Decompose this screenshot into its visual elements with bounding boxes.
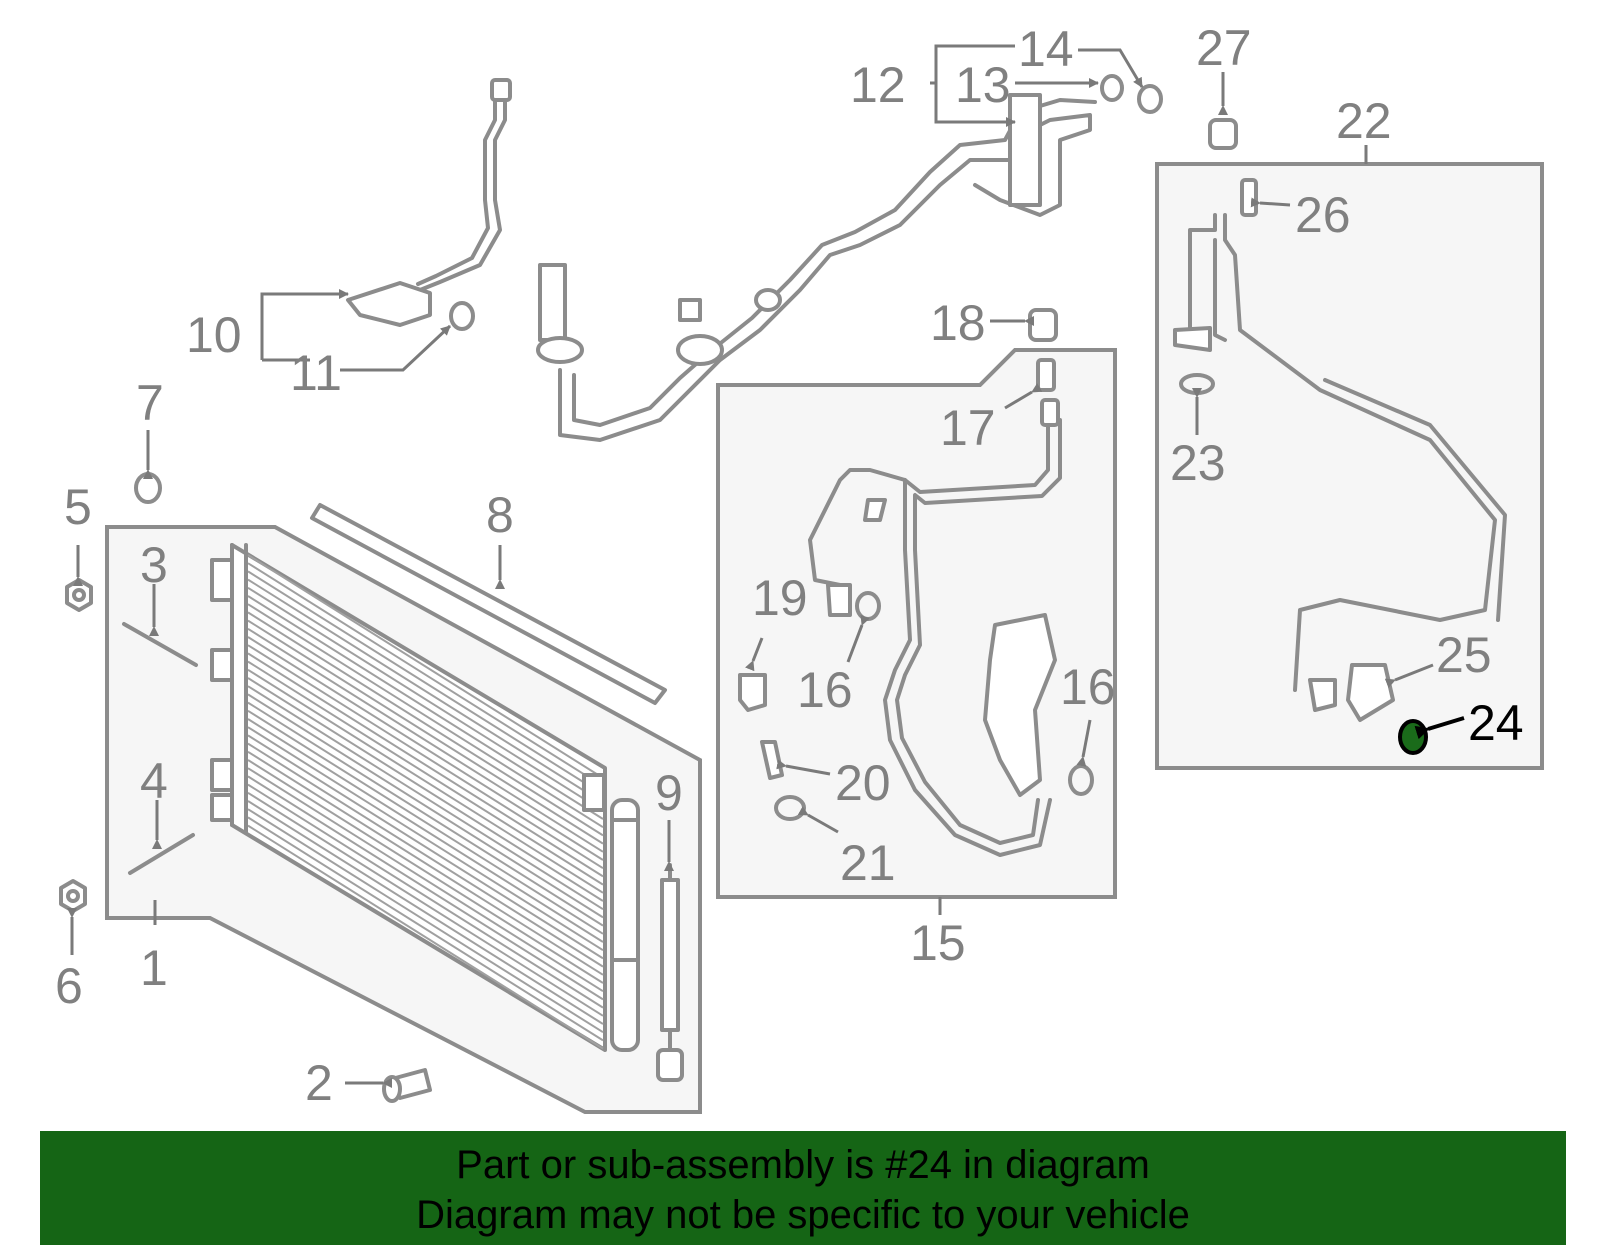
condenser-fins <box>247 554 604 1050</box>
condenser-fin <box>247 775 604 1001</box>
callout-4: 4 <box>140 753 168 809</box>
callout-25: 25 <box>1436 627 1492 683</box>
condenser-fin <box>247 718 604 943</box>
condenser-fin <box>247 652 604 878</box>
nut-6 <box>59 879 87 913</box>
callout-20: 20 <box>835 755 891 811</box>
condenser-fin <box>247 742 604 968</box>
seal-strip <box>310 503 667 705</box>
callout-13: 13 <box>955 57 1011 113</box>
condenser-fin <box>247 693 604 919</box>
callout-21: 21 <box>840 835 896 891</box>
condenser-fin <box>247 660 604 886</box>
condenser-fin <box>247 808 604 1034</box>
callout-14: 14 <box>1018 21 1074 77</box>
condenser-fin <box>247 726 604 952</box>
callout-7: 7 <box>136 375 164 431</box>
condenser-fin <box>247 685 604 911</box>
condenser-fin <box>247 783 604 1009</box>
switch-19 <box>738 673 767 712</box>
callout-16b: 16 <box>1060 659 1116 715</box>
condenser-fin <box>247 750 604 976</box>
condenser-fin <box>247 554 604 779</box>
callout-10: 10 <box>186 307 242 363</box>
condenser-fin <box>247 595 604 820</box>
condenser-fin <box>247 701 604 927</box>
o-ring-11 <box>449 301 475 331</box>
cap-17 <box>1036 358 1056 392</box>
o-ring-7 <box>134 472 162 504</box>
condenser-fin <box>247 619 604 845</box>
line-12 <box>536 93 1097 442</box>
callout-26: 26 <box>1295 187 1351 243</box>
cap-27 <box>1208 118 1238 150</box>
highlighted-o-ring-24 <box>1398 719 1428 755</box>
condenser-fin <box>247 570 604 796</box>
callout-6: 6 <box>55 958 83 1014</box>
callout-labels: 1 2 3 4 5 6 7 8 9 10 11 12 13 14 15 16 1… <box>55 20 1524 1111</box>
callout-19: 19 <box>752 570 808 626</box>
callout-9: 9 <box>655 765 683 821</box>
condenser-fin <box>247 603 604 829</box>
condenser-fin <box>247 611 604 837</box>
line-22-panel <box>1155 162 1544 770</box>
condenser-fin <box>247 677 604 902</box>
o-ring-14 <box>1137 84 1163 114</box>
condenser-fin <box>247 644 604 870</box>
condenser-fin <box>247 627 604 853</box>
condenser-fin <box>247 759 604 984</box>
callout-5: 5 <box>64 479 92 535</box>
leader-lines <box>67 44 1465 1088</box>
rod-4 <box>128 833 195 875</box>
callout-12: 12 <box>850 57 906 113</box>
condenser-fin <box>247 636 604 861</box>
callout-11: 11 <box>290 345 342 401</box>
condenser-fin <box>247 709 604 935</box>
o-ring-13 <box>1100 74 1124 102</box>
condenser-fin <box>247 816 604 1042</box>
callout-15: 15 <box>910 915 966 971</box>
callout-23: 23 <box>1170 435 1226 491</box>
nut-5 <box>65 578 93 612</box>
condenser-fin <box>247 767 604 993</box>
condenser-fin <box>247 578 604 804</box>
condenser-core <box>210 543 640 1052</box>
rod-3 <box>122 622 198 667</box>
condenser-fin <box>247 824 604 1050</box>
callout-3: 3 <box>140 537 168 593</box>
condenser-fin <box>247 734 604 960</box>
callout-17: 17 <box>940 400 996 456</box>
banner-line-2: Diagram may not be specific to your vehi… <box>416 1193 1190 1237</box>
line-15 <box>808 398 1062 857</box>
line-10 <box>346 78 512 327</box>
info-banner: Part or sub-assembly is #24 in diagram D… <box>40 1131 1566 1245</box>
condenser-fin <box>247 800 604 1025</box>
callout-27: 27 <box>1196 20 1252 76</box>
callout-8: 8 <box>486 487 514 543</box>
banner-line-1: Part or sub-assembly is #24 in diagram <box>456 1143 1150 1187</box>
callout-18: 18 <box>930 295 986 351</box>
condenser-fin <box>247 562 604 788</box>
condenser-fin <box>247 791 604 1017</box>
callout-22: 22 <box>1336 93 1392 149</box>
condenser-fin <box>247 586 604 812</box>
callout-16a: 16 <box>797 662 853 718</box>
bolt-2 <box>382 1068 432 1103</box>
callout-1: 1 <box>140 940 168 996</box>
callout-2: 2 <box>305 1055 333 1111</box>
callout-24: 24 <box>1468 695 1524 751</box>
cap-18 <box>1028 308 1058 342</box>
condenser-fin <box>247 668 604 894</box>
